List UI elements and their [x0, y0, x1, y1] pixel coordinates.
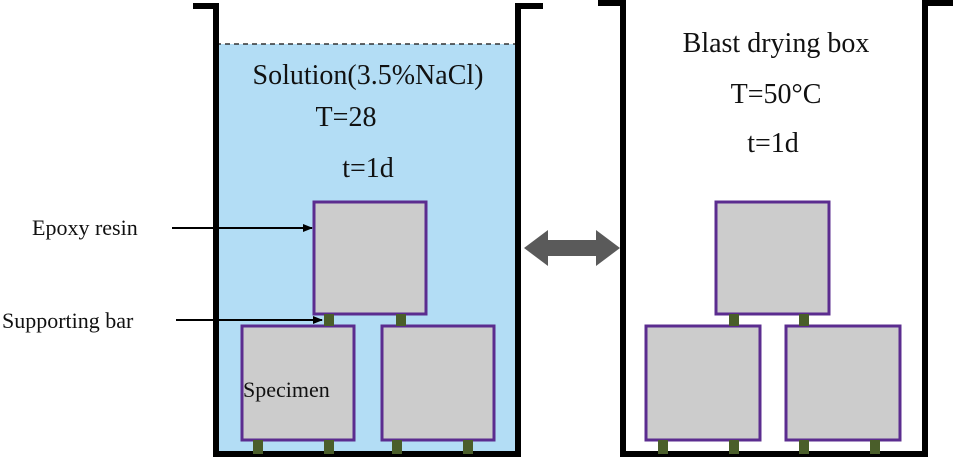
- solution-duration: t=1d: [342, 153, 394, 184]
- supporting-bar: [729, 440, 739, 454]
- solution-container: Solution(3.5%NaCl) T=28 t=1d Specimen: [193, 3, 543, 457]
- drying-box-wall: [598, 0, 953, 457]
- supporting-bar: [392, 440, 402, 454]
- supporting-bar: [324, 440, 334, 454]
- specimen-bottom-right: [380, 324, 496, 442]
- callouts: Epoxy resin Supporting bar: [2, 215, 323, 333]
- solution-temperature: T=28: [316, 102, 377, 133]
- solution-label: Solution(3.5%NaCl): [253, 60, 484, 91]
- supporting-bar: [799, 440, 809, 454]
- specimen-bottom-left: [644, 324, 762, 442]
- specimen-top: [714, 200, 831, 316]
- solution-container-wall: [193, 3, 543, 457]
- supporting-bar: [658, 440, 668, 454]
- specimen-top: [312, 200, 428, 316]
- supporting-bar: [729, 314, 739, 326]
- specimen-bottom-left: [240, 324, 356, 442]
- supporting-bar: [324, 314, 334, 326]
- drying-box-temperature: T=50°C: [731, 79, 822, 110]
- supporting-bar-label: Supporting bar: [2, 308, 134, 333]
- supporting-bar: [463, 440, 473, 454]
- specimen-label: Specimen: [243, 377, 330, 402]
- epoxy-resin-label: Epoxy resin: [32, 215, 138, 240]
- supporting-bar: [396, 314, 406, 326]
- specimen-bottom-right: [784, 324, 902, 442]
- supporting-bar: [799, 314, 809, 326]
- drying-box-duration: t=1d: [747, 128, 799, 159]
- drying-box-title: Blast drying box: [683, 28, 870, 59]
- double-headed-arrow-icon: [524, 230, 620, 266]
- drying-box: Blast drying box T=50°C t=1d: [598, 0, 953, 457]
- supporting-bar: [870, 440, 880, 454]
- supporting-bar: [253, 440, 263, 454]
